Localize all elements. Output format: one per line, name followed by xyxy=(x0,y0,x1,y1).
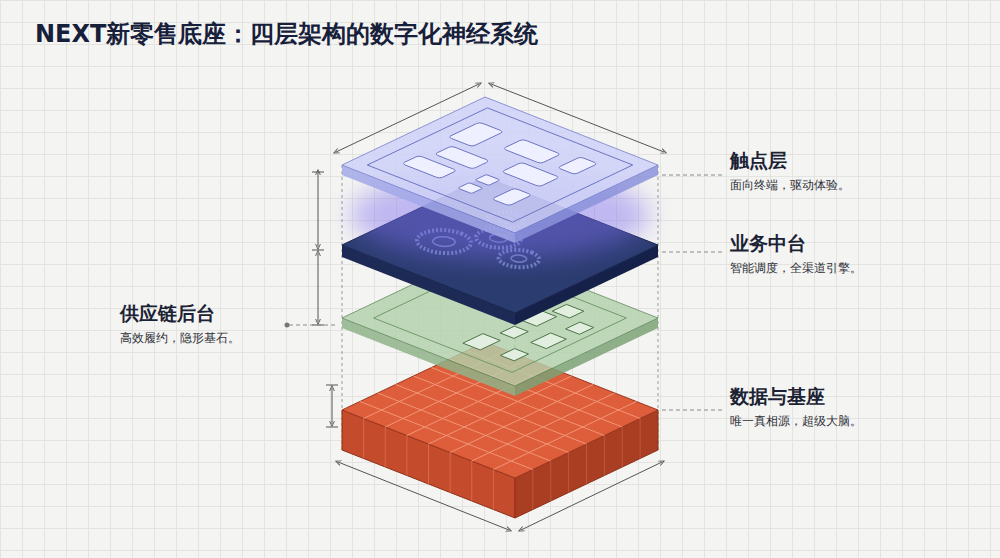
grid-line xyxy=(450,385,593,453)
guide-line xyxy=(342,165,343,450)
grid-line xyxy=(586,444,587,484)
grid-line xyxy=(550,461,551,501)
phone-icon xyxy=(503,139,561,163)
card-icon xyxy=(557,157,597,175)
touchpoint-plate xyxy=(342,97,658,243)
card-icon xyxy=(492,188,532,206)
grid-line xyxy=(568,453,569,493)
layer-description: 面向终端，驱动体验。 xyxy=(730,177,850,193)
tablet-icon xyxy=(448,122,504,146)
box-icon xyxy=(500,349,528,361)
grid-line xyxy=(604,436,605,476)
plate-inset xyxy=(367,108,632,222)
layer-description: 高效履约，隐形基石。 xyxy=(120,330,240,346)
grid-line xyxy=(450,453,451,493)
factory-icon xyxy=(463,334,500,350)
grid-line xyxy=(385,427,386,467)
box-icon xyxy=(552,304,584,318)
phone-icon xyxy=(434,146,489,169)
grid-line xyxy=(622,427,623,467)
leader-line xyxy=(289,325,338,326)
layer-label: 触点层面向终端，驱动体验。 xyxy=(730,148,850,193)
guide-line xyxy=(658,165,659,450)
box-icon xyxy=(566,322,594,334)
grid-line xyxy=(471,461,472,501)
grid-line xyxy=(493,470,494,510)
leader-line xyxy=(662,175,722,176)
grid-line xyxy=(472,393,615,461)
phone-icon xyxy=(502,162,560,186)
title: NEXT新零售底座：四层架构的数字化神经系统 xyxy=(35,18,538,50)
layer-label: 供应链后台高效履约，隐形基石。 xyxy=(120,301,240,346)
grid-line xyxy=(493,402,636,470)
truck-icon xyxy=(531,333,567,349)
layer-description: 智能调度，全渠道引擎。 xyxy=(730,260,862,276)
leader-lines xyxy=(289,175,722,410)
dimension-lines xyxy=(312,84,664,530)
layer-title: 业务中台 xyxy=(730,231,862,255)
dimension-line xyxy=(318,253,319,322)
leader-line xyxy=(662,410,722,411)
layer-label: 数据与基座唯一真相源，超级大脑。 xyxy=(730,384,862,429)
layer-title: 供应链后台 xyxy=(120,301,240,325)
app-icon xyxy=(475,175,500,186)
dimension-tick xyxy=(312,172,324,173)
screen-icons xyxy=(367,108,632,222)
grid-line xyxy=(363,419,364,459)
dimension-tick xyxy=(326,427,338,428)
leader-dot xyxy=(285,323,290,328)
dimension-tick xyxy=(312,250,324,251)
box-icon xyxy=(500,326,528,338)
layer-label: 业务中台智能调度，全渠道引擎。 xyxy=(730,231,862,276)
app-icon xyxy=(458,183,483,194)
grid-line xyxy=(640,419,641,459)
plate-top xyxy=(342,97,658,233)
layer-description: 唯一真相源，超级大脑。 xyxy=(730,413,862,429)
dimension-tick xyxy=(326,385,338,386)
leader-line xyxy=(662,252,722,253)
grid-line xyxy=(428,444,429,484)
layer-title: 数据与基座 xyxy=(730,384,862,408)
layer-title: 触点层 xyxy=(730,148,850,172)
dimension-line xyxy=(332,388,333,424)
grid-line xyxy=(406,436,407,476)
dimension-line xyxy=(318,172,319,247)
grid-line xyxy=(532,470,533,510)
